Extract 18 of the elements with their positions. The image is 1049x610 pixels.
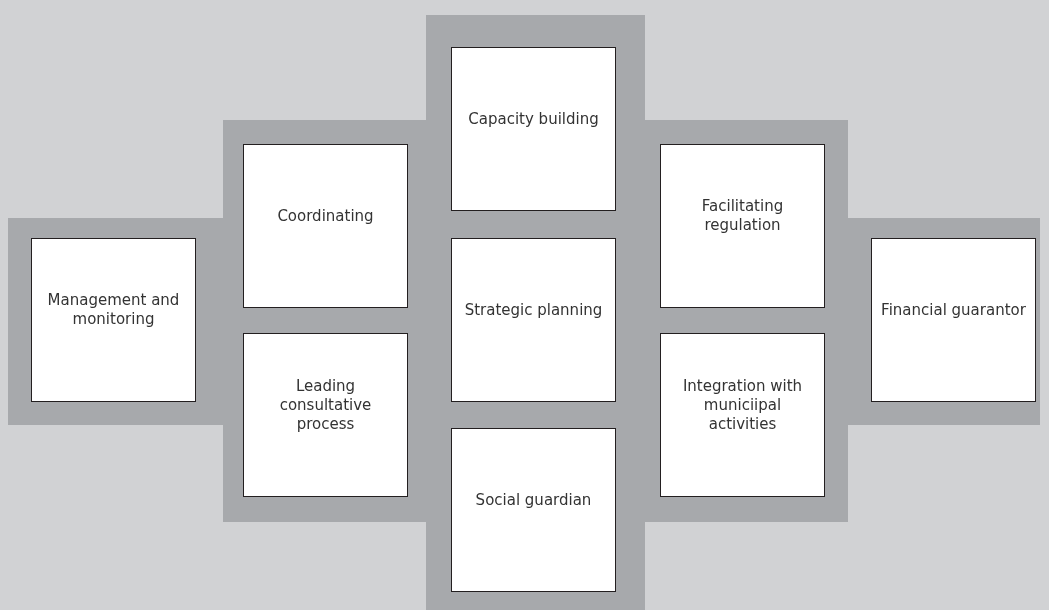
role-box <box>31 238 196 402</box>
role-label: Facilitating regulation <box>700 197 785 235</box>
role-box <box>451 428 616 592</box>
role-box <box>660 333 825 497</box>
role-label: Social guardian <box>475 490 592 510</box>
role-label: Integration with municiipal activities <box>681 376 804 434</box>
role-box <box>660 144 825 308</box>
role-box <box>451 238 616 402</box>
role-label: Management and monitoring <box>46 291 181 329</box>
role-label: Leading consultative process <box>278 376 373 434</box>
role-label: Coordinating <box>277 206 374 226</box>
role-box <box>871 238 1036 402</box>
role-box <box>243 144 408 308</box>
role-label: Financial guarantor <box>881 300 1026 320</box>
role-box <box>243 333 408 497</box>
role-box <box>451 47 616 211</box>
role-label: Strategic planning <box>464 300 603 320</box>
role-label: Capacity building <box>468 109 599 129</box>
